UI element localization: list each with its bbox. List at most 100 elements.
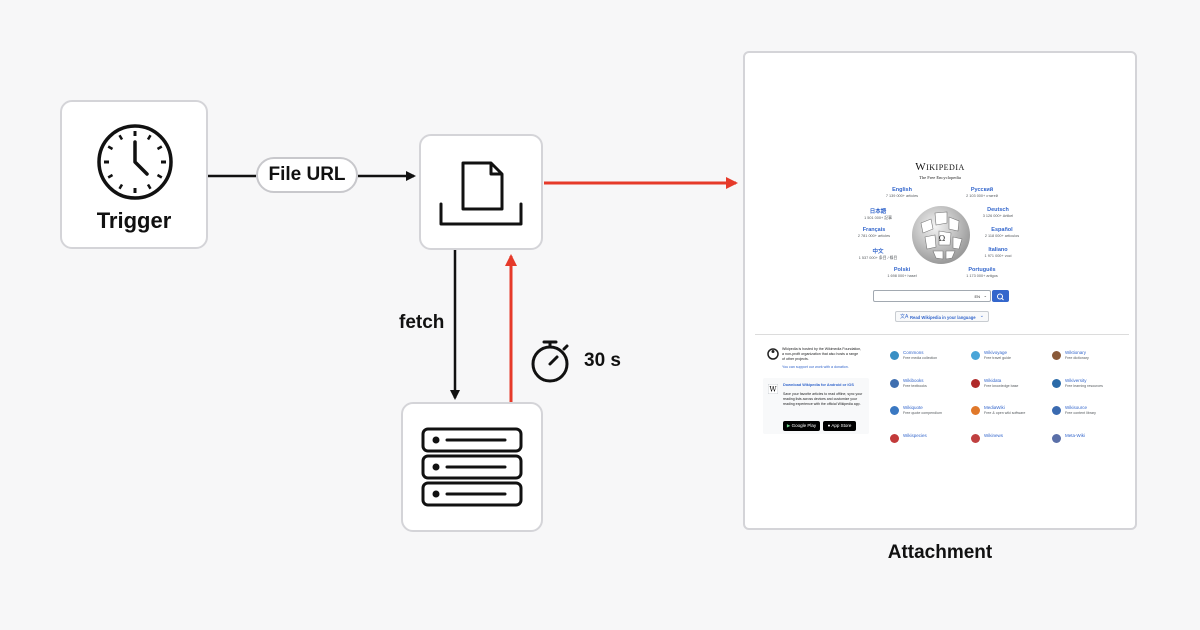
- language-article-count: 2 118 000+ artículos: [984, 234, 1020, 238]
- trigger-node[interactable]: Trigger: [60, 100, 208, 249]
- project-logo-icon: [890, 379, 899, 388]
- svg-text:Ω: Ω: [939, 234, 946, 243]
- project-description: Free knowledge base: [984, 384, 1019, 388]
- project-logo-icon: [890, 351, 899, 360]
- read-in-language-button[interactable]: 文A Read Wikipedia in your language ⌄: [895, 311, 989, 322]
- wikipedia-search-input[interactable]: EN ⌄: [873, 290, 991, 302]
- app-download-title[interactable]: Download Wikipedia for Android or iOS: [783, 383, 854, 387]
- project-link[interactable]: Wikispecies: [890, 433, 970, 449]
- chevron-down-icon: ⌄: [979, 312, 984, 319]
- read-in-language-label: Read Wikipedia in your language: [910, 314, 976, 320]
- project-name: Wikivoyage: [984, 350, 1008, 355]
- chevron-down-icon: ⌄: [983, 293, 987, 298]
- app-download-box: W Download Wikipedia for Android or iOS …: [763, 378, 869, 434]
- project-logo-icon: [971, 351, 980, 360]
- language-article-count: 1 971 000+ voci: [984, 254, 1012, 258]
- project-name: Wikiversity: [1065, 378, 1087, 383]
- app-store-badge[interactable]: ● App Store: [823, 421, 856, 431]
- language-name: Italiano: [988, 247, 1008, 253]
- project-description: Free media collection: [903, 356, 938, 360]
- project-link[interactable]: Meta-Wiki: [1052, 433, 1132, 449]
- project-description: Free textbooks: [903, 384, 927, 388]
- file-upload-icon: [439, 161, 523, 226]
- language-article-count: 1 501 000+ 記事: [864, 216, 892, 220]
- fetch-label: fetch: [399, 312, 445, 333]
- wait-label: 30 s: [584, 350, 621, 371]
- trigger-label: Trigger: [96, 208, 172, 233]
- project-logo-icon: [971, 406, 980, 415]
- project-name: Wikiquote: [903, 405, 923, 410]
- project-link[interactable]: Wikinews: [971, 433, 1051, 449]
- google-play-label: Google Play: [791, 423, 817, 428]
- project-logo-icon: [1052, 434, 1061, 443]
- file-url-label: File URL: [256, 157, 358, 193]
- language-article-count: 2 781 000+ articles: [857, 234, 891, 238]
- language-article-count: 1 537 000+ 条目 / 條目: [858, 256, 898, 260]
- file-node[interactable]: [419, 134, 543, 250]
- language-name: Español: [991, 227, 1013, 233]
- project-name: Wiktionary: [1065, 350, 1087, 355]
- project-name: Wikinews: [984, 433, 1004, 438]
- project-logo-icon: [1052, 379, 1061, 388]
- translate-icon: 文A: [900, 314, 909, 320]
- wikipedia-w-icon: W: [768, 384, 778, 394]
- app-download-text: Save your favorite articles to read offl…: [783, 392, 863, 406]
- project-description: Free quote compendium: [903, 411, 942, 415]
- wikipedia-search-button[interactable]: [992, 290, 1009, 302]
- project-description: Free dictionary: [1065, 356, 1089, 360]
- project-name: Wikisource: [1065, 405, 1088, 410]
- project-logo-icon: [890, 434, 899, 443]
- play-store-icon: ▶: [786, 423, 791, 428]
- google-play-badge[interactable]: ▶ Google Play: [783, 421, 820, 431]
- attachment-label: Attachment: [887, 542, 993, 563]
- project-name: Wikispecies: [903, 433, 927, 438]
- project-logo-icon: [890, 406, 899, 415]
- project-name: MediaWiki: [984, 405, 1005, 410]
- project-description: Free content library: [1065, 411, 1096, 415]
- project-name: Wikidata: [984, 378, 1002, 383]
- language-name: Русский: [970, 187, 994, 193]
- storage-node[interactable]: [401, 402, 543, 532]
- project-description: Free & open wiki software: [984, 411, 1026, 415]
- wikipedia-divider: [755, 334, 1129, 335]
- language-article-count: 2 103 000+ статей: [966, 194, 998, 198]
- wikipedia-wordmark: Wikipedia: [915, 161, 965, 173]
- language-name: Français: [862, 227, 886, 233]
- project-name: Wikibooks: [903, 378, 924, 383]
- app-store-label: App Store: [831, 423, 852, 428]
- project-description: Free learning resources: [1065, 384, 1103, 388]
- svg-text:W: W: [769, 386, 777, 394]
- server-stack-icon: [421, 427, 523, 507]
- donation-link[interactable]: You can support our work with a donation…: [782, 365, 849, 369]
- language-name: English: [892, 187, 912, 193]
- search-icon: [997, 293, 1004, 301]
- wikimedia-logo-icon: [767, 348, 779, 360]
- attachment-preview[interactable]: Wikipedia The Free Encyclopedia Ω Englis…: [743, 51, 1137, 530]
- language-name: Deutsch: [987, 207, 1009, 213]
- language-article-count: 7 139 000+ articles: [885, 194, 919, 198]
- language-name: 中文: [872, 249, 884, 255]
- project-logo-icon: [971, 434, 980, 443]
- wikipedia-globe-icon: Ω: [912, 206, 970, 264]
- search-language-select[interactable]: EN: [974, 294, 980, 299]
